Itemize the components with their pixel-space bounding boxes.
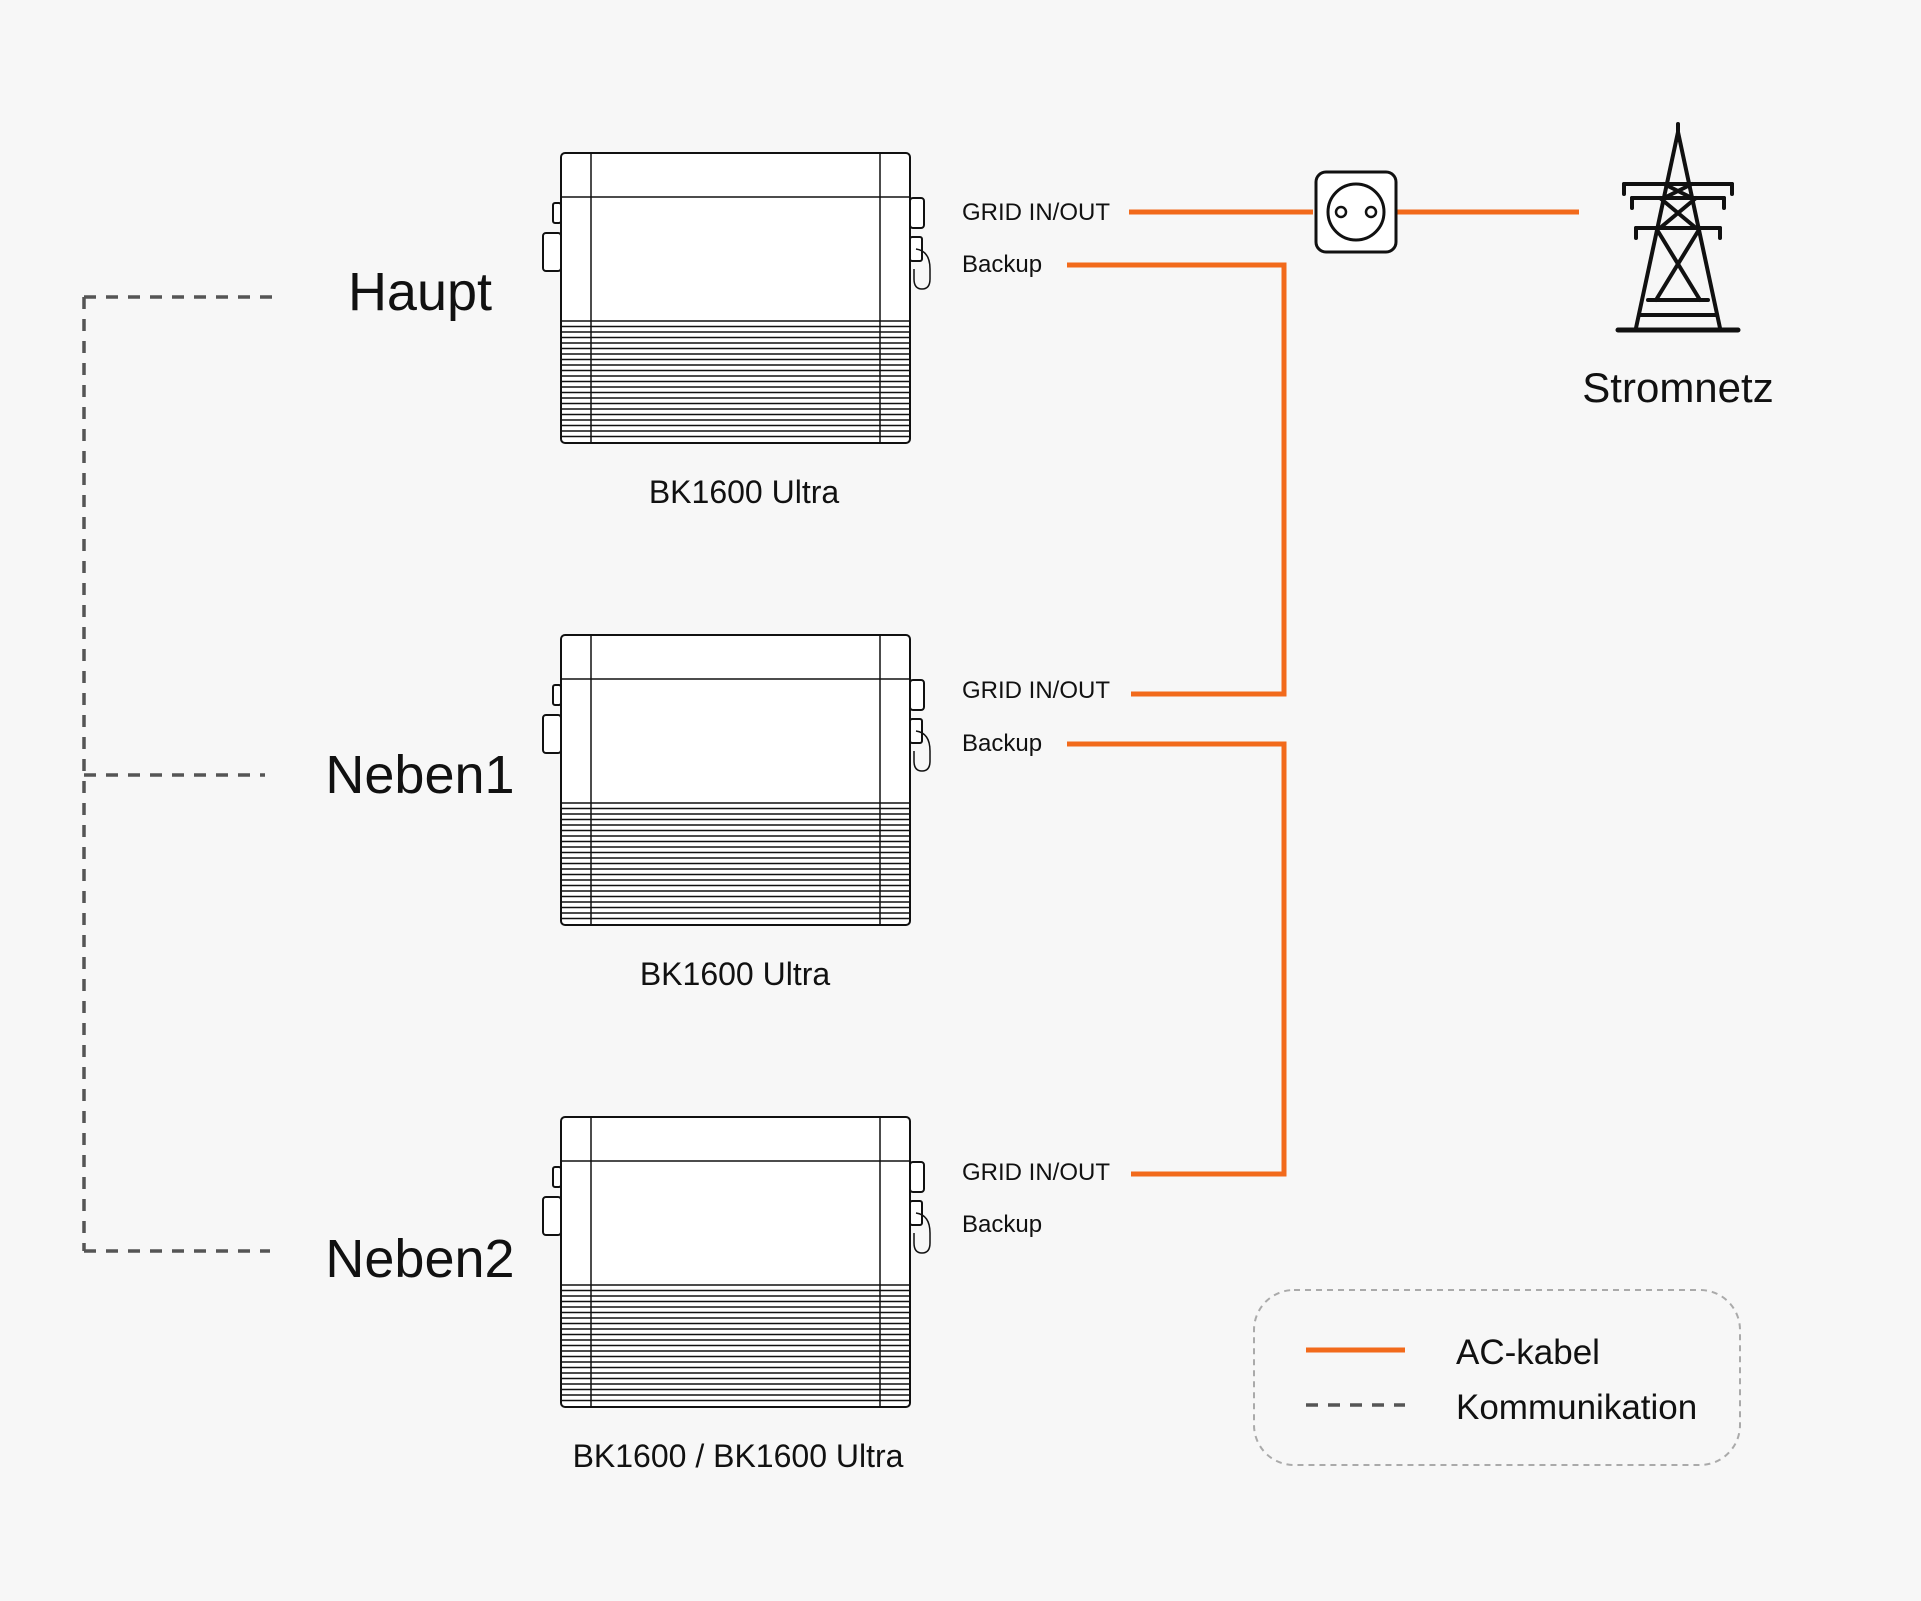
legend: AC-kabel Kommunikation [1253,1289,1741,1466]
ac-cable-haupt-backup-to-neben1-grid [1067,262,1287,697]
ac-cable-neben1-backup-to-neben2-grid [1067,741,1287,1177]
devices [542,152,931,1408]
battery-unit-neben1 [542,634,931,926]
legend-frame [1253,1289,1741,1466]
battery-unit-neben2 [542,1116,931,1408]
power-outlet-icon [1314,170,1398,254]
port-label-haupt-grid: GRID IN/OUT [962,199,1110,226]
battery-unit-haupt [542,152,931,444]
ac-cables [1067,209,1579,1177]
model-label-haupt: BK1600 Ultra [649,474,840,510]
power-pylon-icon [1615,122,1741,333]
model-label-neben1: BK1600 Ultra [640,956,831,992]
role-label-neben2: Neben2 [325,1229,514,1289]
model-label-neben2: BK1600 / BK1600 Ultra [573,1438,904,1474]
port-label-neben2-backup: Backup [962,1211,1042,1238]
role-label-neben1: Neben1 [325,745,514,805]
communication-lines [82,295,275,1253]
legend-ac-label: AC-kabel [1456,1333,1600,1372]
port-label-neben1-backup: Backup [962,730,1042,757]
legend-comm-label: Kommunikation [1456,1388,1697,1427]
port-label-neben1-grid: GRID IN/OUT [962,677,1110,704]
grid-label: Stromnetz [1582,364,1773,411]
port-label-neben2-grid: GRID IN/OUT [962,1159,1110,1186]
role-label-haupt: Haupt [348,262,492,322]
port-label-haupt-backup: Backup [962,251,1042,278]
